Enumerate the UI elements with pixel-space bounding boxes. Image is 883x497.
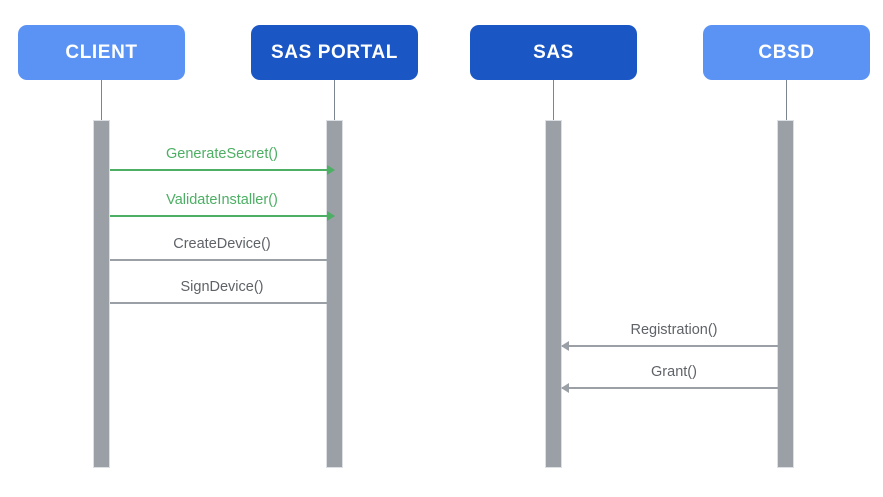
arrowhead-left-icon [561, 383, 569, 393]
participant-box-client[interactable]: CLIENT [18, 25, 185, 80]
participant-label-sas: SAS [533, 42, 574, 63]
message-label-generate-secret: GenerateSecret() [165, 146, 279, 163]
message-line-registration [562, 345, 786, 347]
arrowhead-left-icon [561, 341, 569, 351]
message-line-grant [562, 387, 786, 389]
activation-bar-client [93, 120, 110, 468]
arrowhead-right-icon [327, 211, 335, 221]
arrowhead-right-icon [327, 255, 335, 265]
lifeline-sas-portal [334, 80, 335, 120]
participant-label-sas-portal: SAS PORTAL [270, 42, 399, 63]
participant-label-cbsd: CBSD [758, 42, 815, 63]
message-label-create-device: CreateDevice() [173, 236, 271, 253]
message-line-validate-installer [110, 215, 334, 217]
message-line-generate-secret [110, 169, 334, 171]
activation-bar-sas [545, 120, 562, 468]
lifeline-client [101, 80, 102, 120]
activation-bar-cbsd [777, 120, 794, 468]
participant-box-cbsd[interactable]: CBSD [703, 25, 870, 80]
participant-box-sas-portal[interactable]: SAS PORTAL [251, 25, 418, 80]
lifeline-sas [553, 80, 554, 120]
message-label-registration: Registration() [630, 322, 718, 339]
activation-bar-sas-portal [326, 120, 343, 468]
arrowhead-right-icon [327, 165, 335, 175]
participant-label-client: CLIENT [65, 42, 138, 63]
message-line-create-device [110, 259, 334, 261]
message-line-sign-device [110, 302, 334, 304]
message-label-grant: Grant() [651, 364, 697, 381]
arrowhead-right-icon [327, 298, 335, 308]
message-label-sign-device: SignDevice() [180, 279, 264, 296]
lifeline-cbsd [786, 80, 787, 120]
participant-box-sas[interactable]: SAS [470, 25, 637, 80]
message-label-validate-installer: ValidateInstaller() [166, 192, 278, 209]
